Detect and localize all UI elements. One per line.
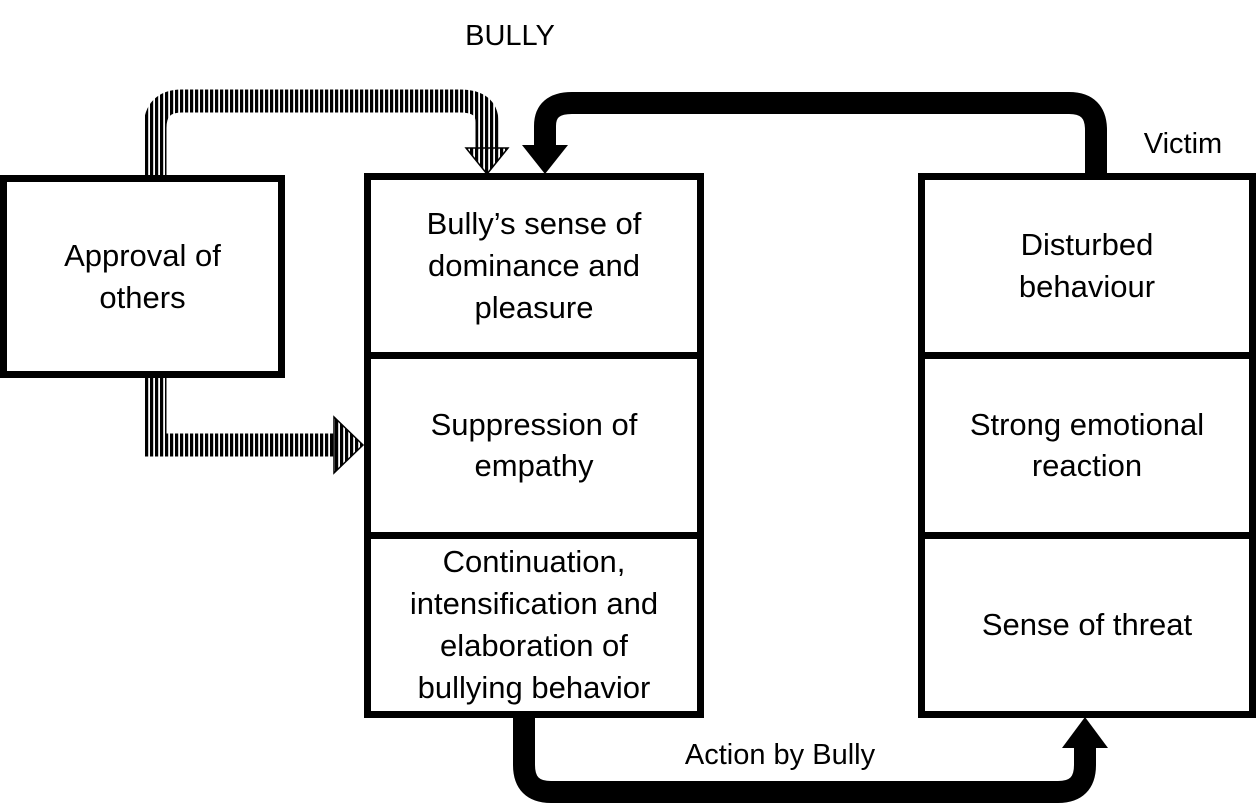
box-suppression-of-empathy: Suppression of empathy (371, 352, 697, 532)
victim-label: Victim (1143, 128, 1223, 160)
box-disturbed-behaviour: Disturbed behaviour (925, 180, 1249, 353)
solid-arrow-continuation-to-threat (513, 712, 1108, 803)
sense-of-threat-text: Sense of threat (981, 606, 1193, 642)
box-continuation-of-bullying: Continuation, intensification and elabor… (371, 531, 697, 711)
solid-arrow-victim-to-dominance (522, 92, 1107, 182)
bully-column: Bully’s sense of dominance and pleasure … (364, 173, 704, 718)
disturbed-behaviour-text: Disturbed behaviour (1018, 227, 1156, 305)
strong-emotional-reaction-text: Strong emotional reaction (969, 406, 1205, 484)
continuation-of-bullying-text: Continuation, intensification and elabor… (409, 544, 659, 705)
striped-arrow-approval-to-dominance (143, 89, 510, 182)
box-bullys-sense-of-dominance: Bully’s sense of dominance and pleasure (371, 180, 697, 353)
suppression-of-empathy-text: Suppression of empathy (430, 406, 638, 484)
bully-label: BULLY (465, 20, 555, 52)
approval-of-others-text: Approval of others (64, 237, 221, 315)
bullys-sense-of-dominance-text: Bully’s sense of dominance and pleasure (426, 206, 642, 326)
victim-column: Disturbed behaviour Strong emotional rea… (918, 173, 1256, 718)
striped-arrow-approval-to-suppression (143, 372, 365, 475)
box-approval-of-others: Approval of others (0, 175, 285, 378)
box-sense-of-threat: Sense of threat (925, 531, 1249, 711)
action-by-bully-label: Action by Bully (684, 739, 876, 771)
box-strong-emotional-reaction: Strong emotional reaction (925, 352, 1249, 532)
